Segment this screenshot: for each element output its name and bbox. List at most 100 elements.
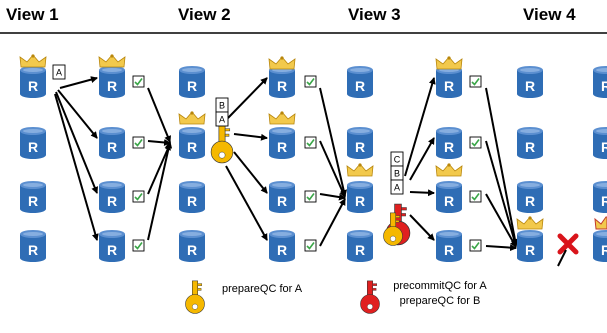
message-arrow xyxy=(225,165,268,241)
replica: R xyxy=(269,230,295,262)
legend: prepareQC for A precommitQC for A prepar… xyxy=(185,280,487,314)
checkbox-vote-icon xyxy=(304,75,317,88)
faults xyxy=(557,233,579,267)
message-arrow xyxy=(404,77,436,177)
qc-block: A xyxy=(52,64,66,80)
replica: R xyxy=(179,181,205,213)
legend-red-key-line-2: prepareQC for B xyxy=(400,295,481,307)
view-1-title: View 1 xyxy=(6,5,59,24)
checkbox-vote-icon xyxy=(469,136,482,149)
replica: R xyxy=(20,181,46,213)
checkbox-vote-icon xyxy=(304,239,317,252)
message-arrow xyxy=(57,89,98,139)
replica-label: R xyxy=(187,78,197,94)
message-arrow xyxy=(319,193,346,201)
replica-label: R xyxy=(525,242,535,258)
replica-label: R xyxy=(28,193,38,209)
gold-key-icon xyxy=(185,280,205,314)
replica-label: R xyxy=(525,193,535,209)
crown-icon xyxy=(594,216,607,230)
message-arrow xyxy=(319,87,348,197)
replica-label: R xyxy=(525,139,535,155)
replica: R xyxy=(269,181,295,213)
red-x-icon xyxy=(557,233,579,267)
replica: R xyxy=(20,230,46,262)
qc-block: B xyxy=(390,165,404,181)
replica: R xyxy=(347,230,373,262)
replica-label: R xyxy=(444,242,454,258)
replica-label: R xyxy=(187,193,197,209)
replica-label: R xyxy=(277,193,287,209)
qc-block: C xyxy=(390,151,404,167)
replica-label: R xyxy=(355,78,365,94)
message-arrow xyxy=(227,77,268,119)
message-arrow xyxy=(485,87,519,246)
replica: R xyxy=(436,66,462,98)
replica: R xyxy=(20,66,46,98)
replica-label: R xyxy=(277,139,287,155)
replica-partial: R xyxy=(593,230,607,262)
message-arrow xyxy=(485,140,518,247)
replica-label: R xyxy=(107,242,117,258)
checkbox-vote-icon xyxy=(469,190,482,203)
checkbox-vote-icon xyxy=(132,190,145,203)
replica-label: R xyxy=(107,193,117,209)
replica-partial: R xyxy=(593,127,607,159)
qc-block-letter: A xyxy=(56,68,62,78)
replica: R xyxy=(179,66,205,98)
message-arrow xyxy=(233,133,268,141)
replica: R xyxy=(436,127,462,159)
qc-block-letter: C xyxy=(394,155,401,165)
checkbox-vote-icon xyxy=(469,239,482,252)
replica: R xyxy=(20,127,46,159)
message-arrow xyxy=(54,93,99,241)
replica-label: R xyxy=(601,242,607,258)
replica-label: R xyxy=(355,242,365,258)
checkbox-vote-icon xyxy=(469,75,482,88)
red-key-icon xyxy=(360,280,380,314)
replica-label: R xyxy=(444,78,454,94)
replica: R xyxy=(269,66,295,98)
crown-icon xyxy=(19,54,47,68)
qc-block-letter: B xyxy=(219,101,225,111)
view-4-title: View 4 xyxy=(523,5,576,24)
replica-label: R xyxy=(525,78,535,94)
replica: R xyxy=(99,127,125,159)
qc-block-letter: A xyxy=(219,115,225,125)
replica: R xyxy=(179,127,205,159)
message-arrow xyxy=(147,143,171,195)
crown-icon xyxy=(178,111,206,125)
replica: R xyxy=(436,181,462,213)
dropped-arrow xyxy=(557,249,567,267)
replica: R xyxy=(347,181,373,213)
replica: R xyxy=(517,127,543,159)
checkbox-vote-icon xyxy=(132,75,145,88)
leader-crowns xyxy=(19,54,607,230)
replica: R xyxy=(99,181,125,213)
replica-label: R xyxy=(601,78,607,94)
replica: R xyxy=(269,127,295,159)
legend-gold-key-label: prepareQC for A xyxy=(222,283,303,295)
replica-label: R xyxy=(444,139,454,155)
legend-red-key-line-1: precommitQC for A xyxy=(393,280,487,292)
crown-icon xyxy=(435,56,463,70)
crown-icon xyxy=(435,163,463,177)
replica: R xyxy=(347,127,373,159)
message-arrow xyxy=(147,141,173,241)
replica: R xyxy=(517,66,543,98)
replica-label: R xyxy=(277,78,287,94)
gold-key-icon xyxy=(383,212,403,246)
replica-label: R xyxy=(28,78,38,94)
replica-label: R xyxy=(187,242,197,258)
replica-label: R xyxy=(277,242,287,258)
message-arrow xyxy=(55,91,98,194)
crown-icon xyxy=(346,163,374,177)
message-arrow xyxy=(233,151,268,194)
replica: R xyxy=(517,230,543,262)
replica: R xyxy=(99,230,125,262)
replica-partial: R xyxy=(593,66,607,98)
qc-block: A xyxy=(390,179,404,195)
replica-label: R xyxy=(355,139,365,155)
